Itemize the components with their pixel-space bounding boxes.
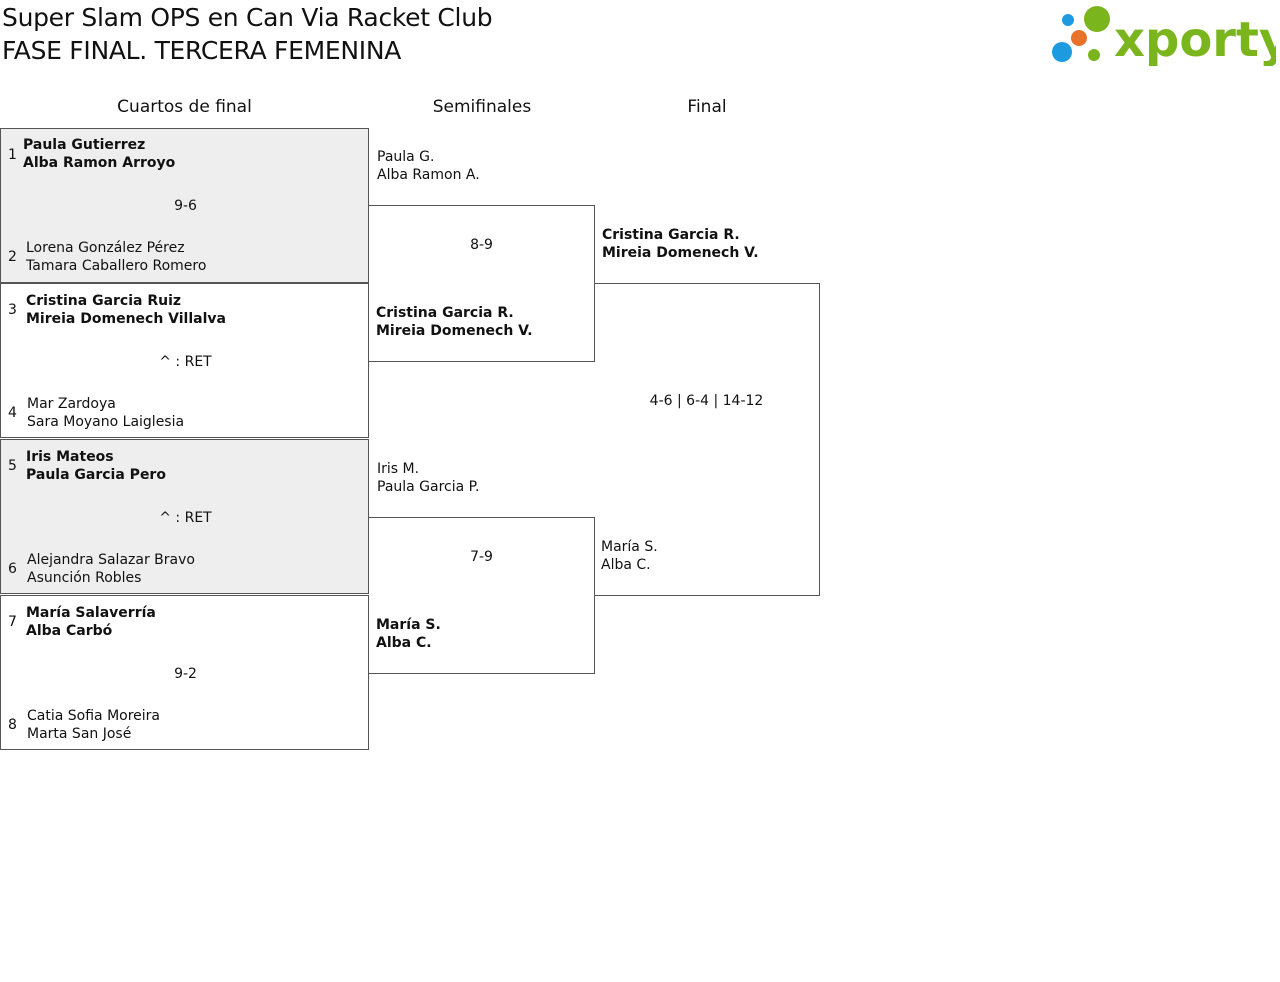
xporty-logo[interactable]: xporty xyxy=(1050,4,1276,66)
player-name: Asunción Robles xyxy=(27,570,142,586)
team-winner[interactable]: María Salaverría Alba Carbó xyxy=(26,604,156,640)
player-name: Sara Moyano Laiglesia xyxy=(27,414,185,430)
seed-number: 8 xyxy=(8,717,17,733)
team-loser[interactable]: Catia Sofia Moreira Marta San José xyxy=(27,707,160,743)
match-score: 7-9 xyxy=(470,549,493,565)
team-winner[interactable]: Cristina Garcia Ruiz Mireia Domenech Vil… xyxy=(26,292,226,328)
player-name: Mireia Domenech V. xyxy=(376,323,533,339)
player-name: Mireia Domenech Villalva xyxy=(26,311,226,327)
player-name: Alba Carbó xyxy=(26,623,113,639)
round-label-semifinals: Semifinales xyxy=(432,97,532,117)
player-name: María Salaverría xyxy=(26,605,156,621)
player-name: Paula G. xyxy=(377,149,435,165)
match-score: ^ : RET xyxy=(159,354,212,370)
match-score: 9-6 xyxy=(174,198,197,214)
team-winner[interactable]: María S. Alba C. xyxy=(376,616,441,652)
team-winner[interactable]: Cristina Garcia R. Mireia Domenech V. xyxy=(376,304,533,340)
player-name: Tamara Caballero Romero xyxy=(26,258,207,274)
player-name: Catia Sofia Moreira xyxy=(27,708,160,724)
quarterfinal-match-3[interactable]: 5 Iris Mateos Paula Garcia Pero ^ : RET … xyxy=(0,439,369,594)
player-name: Paula Garcia P. xyxy=(377,479,480,495)
team-loser[interactable]: Alejandra Salazar Bravo Asunción Robles xyxy=(27,551,195,587)
player-name: María S. xyxy=(601,539,658,555)
player-name: Alba C. xyxy=(601,557,651,573)
seed-number: 2 xyxy=(8,249,17,265)
seed-number: 6 xyxy=(8,561,17,577)
player-name: Alba C. xyxy=(376,635,432,651)
seed-number: 7 xyxy=(8,614,17,630)
player-name: Cristina Garcia R. xyxy=(602,227,740,243)
quarterfinal-match-4[interactable]: 7 María Salaverría Alba Carbó 9-2 8 Cati… xyxy=(0,595,369,750)
player-name: Alba Ramon A. xyxy=(377,167,480,183)
round-label-final: Final xyxy=(687,97,727,117)
seed-number: 3 xyxy=(8,302,17,318)
player-name: Mar Zardoya xyxy=(27,396,116,412)
semifinal-match-1[interactable]: 8-9 Cristina Garcia R. Mireia Domenech V… xyxy=(369,205,595,362)
team-winner[interactable]: Paula Gutierrez Alba Ramon Arroyo xyxy=(23,136,175,172)
match-score: ^ : RET xyxy=(159,510,212,526)
player-name: Alejandra Salazar Bravo xyxy=(27,552,195,568)
team-loser[interactable]: Lorena González Pérez Tamara Caballero R… xyxy=(26,239,206,275)
match-score: 9-2 xyxy=(174,666,197,682)
player-name: Iris M. xyxy=(377,461,420,477)
team-loser[interactable]: Mar Zardoya Sara Moyano Laiglesia xyxy=(27,395,184,431)
match-score: 8-9 xyxy=(470,237,493,253)
player-name: Cristina Garcia Ruiz xyxy=(26,293,182,309)
draw-subtitle: FASE FINAL. TERCERA FEMENINA xyxy=(2,36,402,65)
player-name: Paula Gutierrez xyxy=(23,137,146,153)
logo-wordmark: xporty xyxy=(1114,12,1276,66)
player-name: Alba Ramon Arroyo xyxy=(23,155,176,171)
round-label-quarterfinals: Cuartos de final xyxy=(117,97,252,117)
player-name: María S. xyxy=(376,617,441,633)
final-team-top[interactable]: Cristina Garcia R. Mireia Domenech V. xyxy=(602,226,759,262)
seed-number: 5 xyxy=(8,458,17,474)
player-name: Iris Mateos xyxy=(26,449,114,465)
semifinal-match-2[interactable]: 7-9 María S. Alba C. xyxy=(369,517,595,674)
player-name: Lorena González Pérez xyxy=(26,240,185,256)
seed-number: 1 xyxy=(8,147,17,163)
tournament-title: Super Slam OPS en Can Via Racket Club xyxy=(2,3,493,32)
player-name: Cristina Garcia R. xyxy=(376,305,514,321)
player-name: Mireia Domenech V. xyxy=(602,245,759,261)
final-team-bottom[interactable]: María S. Alba C. xyxy=(601,538,658,574)
quarterfinal-match-2[interactable]: 3 Cristina Garcia Ruiz Mireia Domenech V… xyxy=(0,283,369,438)
final-match[interactable]: 4-6 | 6-4 | 14-12 María S. Alba C. xyxy=(594,283,820,596)
semifinal-2-team-top[interactable]: Iris M. Paula Garcia P. xyxy=(377,460,479,496)
team-winner[interactable]: Iris Mateos Paula Garcia Pero xyxy=(26,448,166,484)
seed-number: 4 xyxy=(8,405,17,421)
match-score: 4-6 | 6-4 | 14-12 xyxy=(649,393,764,409)
quarterfinal-match-1[interactable]: 1 Paula Gutierrez Alba Ramon Arroyo 9-6 … xyxy=(0,128,369,283)
player-name: Marta San José xyxy=(27,726,132,742)
semifinal-1-team-top[interactable]: Paula G. Alba Ramon A. xyxy=(377,148,480,184)
player-name: Paula Garcia Pero xyxy=(26,467,166,483)
